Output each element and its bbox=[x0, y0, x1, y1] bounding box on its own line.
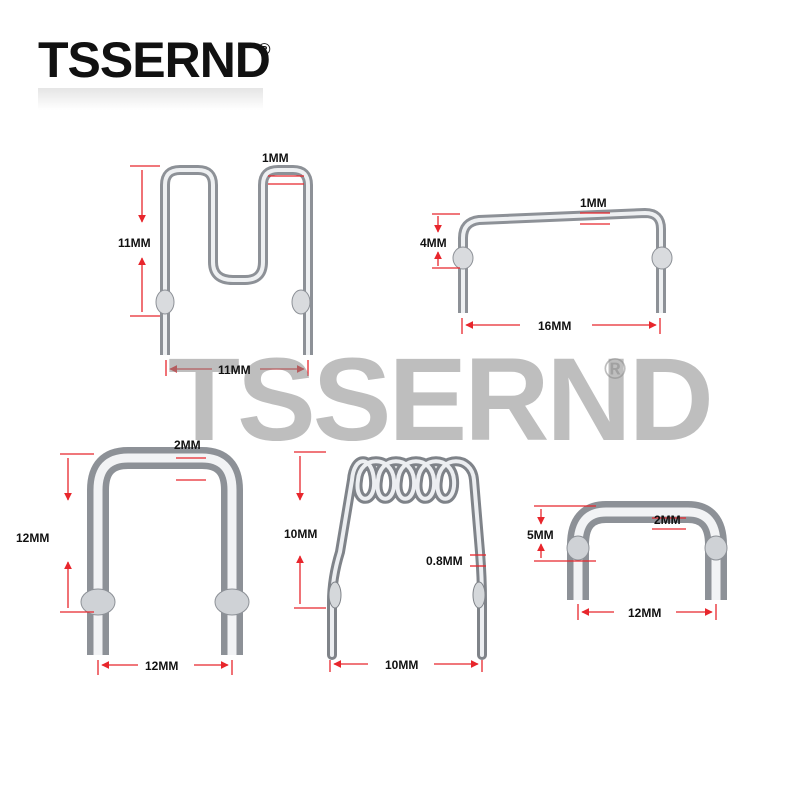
brand-watermark: TSSERND bbox=[168, 334, 714, 466]
u-shape-height-label: 12MM bbox=[16, 531, 50, 545]
wide-bridge-dimension-lines bbox=[432, 212, 661, 334]
coil-wire-label: 0.8MM bbox=[426, 554, 463, 568]
wide-bridge-jumper bbox=[452, 208, 673, 313]
small-bridge-wire-label: 2MM bbox=[654, 513, 681, 527]
m-shape-width-label: 11MM bbox=[218, 363, 251, 377]
coil-height-label: 10MM bbox=[284, 527, 318, 541]
u-shape-wire-label: 2MM bbox=[174, 438, 201, 452]
coil-jumper bbox=[327, 456, 487, 660]
u-shape-dimension-lines bbox=[60, 453, 233, 675]
watermark-registered-mark: ® bbox=[604, 353, 627, 386]
m-shape-height-label: 11MM bbox=[118, 236, 151, 250]
wide-bridge-height-label: 4MM bbox=[420, 236, 447, 250]
brand-logo-reflection bbox=[38, 88, 263, 110]
small-bridge-jumper bbox=[566, 501, 728, 600]
m-shape-dimension-lines bbox=[130, 165, 309, 376]
u-shape-width-label: 12MM bbox=[145, 659, 179, 673]
coil-dimension-lines bbox=[294, 451, 486, 672]
coil-width-label: 10MM bbox=[385, 658, 419, 672]
brand-logo: TSSERND bbox=[38, 32, 271, 88]
small-bridge-dimension-lines bbox=[534, 505, 717, 620]
u-shape-jumper bbox=[80, 447, 250, 655]
small-bridge-width-label: 12MM bbox=[628, 606, 662, 620]
brand-registered-mark: ® bbox=[258, 40, 271, 59]
wide-bridge-width-label: 16MM bbox=[538, 319, 572, 333]
wide-bridge-wire-label: 1MM bbox=[580, 196, 607, 210]
m-shape-jumper bbox=[155, 165, 313, 355]
m-shape-wire-label: 1MM bbox=[262, 151, 289, 165]
small-bridge-height-label: 5MM bbox=[527, 528, 554, 542]
